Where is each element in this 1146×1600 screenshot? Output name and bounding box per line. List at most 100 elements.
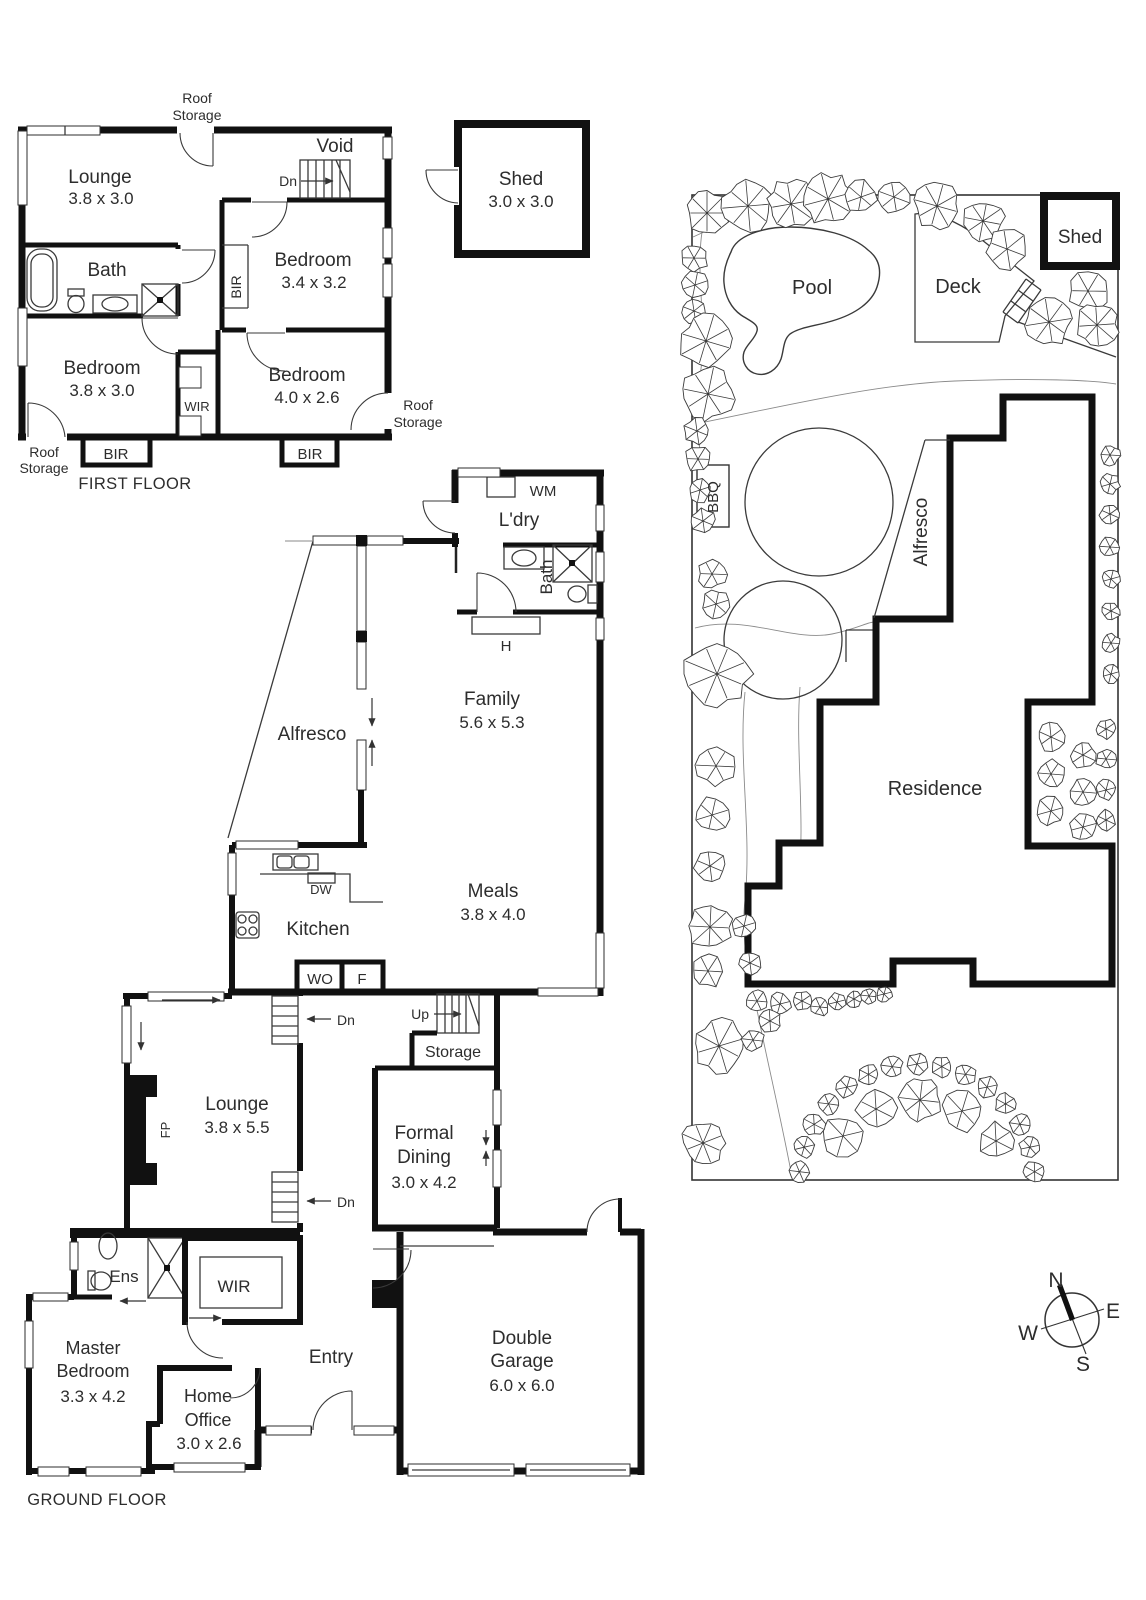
tree (693, 953, 724, 988)
gf-exterior-walls (228, 469, 604, 996)
tree (954, 1064, 977, 1086)
kitchen-sink (272, 853, 319, 871)
door-arc (476, 572, 517, 613)
room-dim-family: 5.6 x 5.3 (459, 713, 524, 732)
tree (1069, 778, 1098, 806)
door-arc (181, 249, 216, 284)
home-office-walls (146, 1365, 261, 1471)
alfresco-edge (227, 540, 314, 839)
tree (1101, 632, 1121, 653)
door-arc (422, 500, 456, 534)
shower (552, 544, 593, 583)
site-shed-outline (1040, 192, 1120, 270)
bathtub (26, 248, 58, 312)
tree (1077, 304, 1120, 347)
tree (979, 1120, 1015, 1157)
tree (692, 851, 726, 882)
window (356, 641, 367, 690)
window (147, 991, 225, 1002)
ground-floor-plan (24, 467, 645, 1477)
dn-label-gf: Dn (337, 1194, 355, 1210)
tree (793, 1135, 816, 1159)
tree (876, 986, 894, 1003)
door-arc (229, 1367, 261, 1399)
tree (681, 1123, 727, 1165)
fp-label: FP (158, 1122, 173, 1139)
room-label-master: Master (65, 1338, 120, 1358)
tree (683, 417, 709, 446)
tree (1037, 758, 1065, 788)
room-label-master-bedroom: Bedroom (56, 1361, 129, 1381)
room-label-bedroom2: Bedroom (63, 358, 140, 379)
window (457, 467, 501, 478)
roof-storage-label: Storage (19, 460, 68, 476)
storage-walls (375, 1030, 497, 1071)
tree (810, 997, 828, 1017)
basin (92, 294, 138, 314)
roof-storage-label: Storage (393, 414, 442, 430)
site-residence-label: Residence (888, 778, 983, 800)
shed-dim: 3.0 x 3.0 (488, 192, 553, 211)
room-label-bath-ff: Bath (87, 260, 126, 281)
tree (977, 1075, 998, 1099)
room-label-garage2: Garage (490, 1351, 553, 1372)
pool-outline (723, 226, 881, 376)
bir-closet-lines (222, 244, 249, 309)
roof-storage-label: Roof (182, 90, 212, 106)
tree (822, 1118, 864, 1158)
window (17, 130, 28, 206)
door-arc (350, 392, 389, 431)
tree (738, 952, 762, 976)
room-label-meals: Meals (468, 881, 519, 902)
tree (802, 1113, 827, 1136)
site-plan (691, 192, 1120, 1181)
site-shed-label: Shed (1058, 227, 1102, 248)
wir-walls (182, 1235, 303, 1325)
room-dim-office: 3.0 x 2.6 (176, 1434, 241, 1453)
up-label: Up (411, 1006, 429, 1022)
window (595, 551, 605, 583)
shed-plan (425, 120, 590, 258)
washing-machine (486, 476, 516, 498)
bir-label: BIR (228, 275, 244, 298)
compass-n: N (1048, 1269, 1063, 1292)
basin (98, 1232, 118, 1260)
door-arc (141, 317, 179, 355)
compass-s: S (1076, 1353, 1090, 1376)
roof-storage-label: Roof (29, 444, 59, 460)
tree (686, 190, 730, 234)
bir-closet (80, 434, 153, 468)
tree (860, 988, 877, 1005)
tree (803, 172, 854, 224)
door-arc (246, 332, 286, 372)
window (26, 125, 101, 136)
door-arc (425, 169, 459, 204)
stairs-down (299, 159, 351, 199)
tree (1008, 1113, 1031, 1136)
tree (835, 1075, 858, 1099)
tree (1102, 664, 1120, 685)
residence-outline (744, 393, 1116, 988)
wir-shelf (178, 366, 202, 389)
room-dim-lounge-gf: 3.8 x 5.5 (204, 1118, 269, 1137)
tree (1022, 1161, 1045, 1183)
door-arc (179, 132, 214, 167)
tree (828, 992, 847, 1011)
tree (985, 229, 1026, 271)
room-label-family: Family (464, 689, 520, 710)
site-deck-label: Deck (935, 276, 982, 298)
room-dim-lounge-ff: 3.8 x 3.0 (68, 189, 133, 208)
room-dim-dining: 3.0 x 4.2 (391, 1173, 456, 1192)
wo-label: WO (307, 971, 333, 988)
tree (1100, 445, 1122, 467)
dw-label: DW (310, 882, 332, 897)
tree (1018, 1136, 1040, 1158)
tree (846, 990, 864, 1008)
deck-stairs (1002, 278, 1042, 324)
tree (680, 270, 709, 299)
tree (695, 796, 731, 831)
tree (683, 643, 755, 709)
room-label-bedroom3: Bedroom (268, 365, 345, 386)
